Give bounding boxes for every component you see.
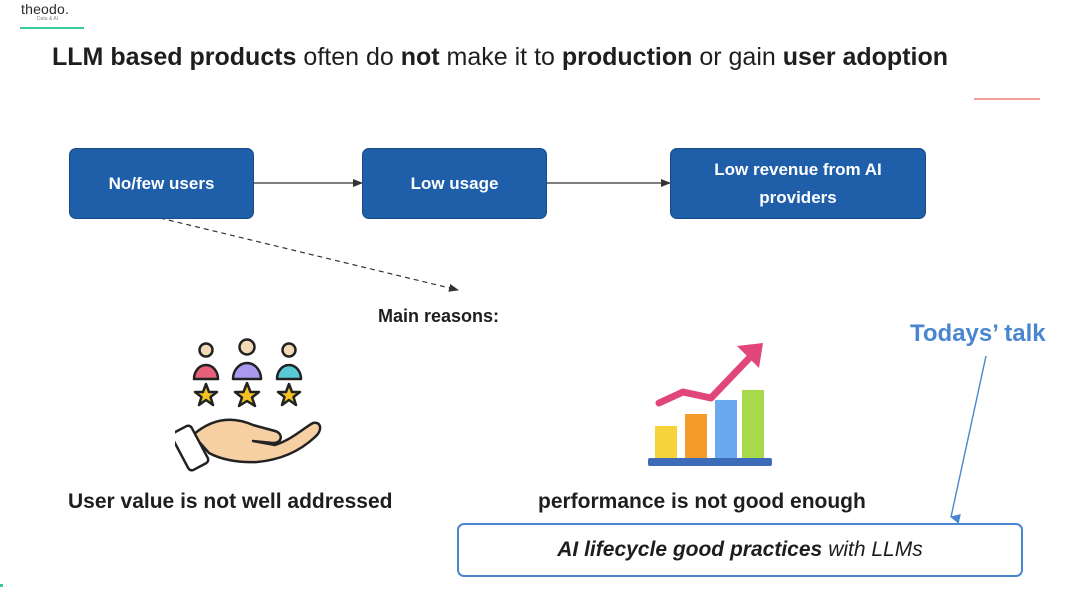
- hand-users-stars-icon: [175, 338, 322, 472]
- decorative-red-line: [974, 98, 1040, 100]
- title-part-1: LLM based products: [52, 43, 297, 71]
- flow-box-no-few-users: No/few users: [69, 148, 254, 219]
- edge-accent-mark: [0, 584, 3, 587]
- title-part-7: user adoption: [782, 43, 949, 71]
- todays-talk-label: Todays’ talk: [910, 320, 1046, 347]
- title-part-4: make it to: [439, 43, 562, 71]
- title-part-2: often do: [296, 43, 401, 71]
- flow-box-low-revenue: Low revenue from AI providers: [670, 148, 926, 219]
- dashed-arrow-to-reasons: [159, 217, 459, 292]
- blue-arrow-to-callout: [950, 355, 987, 524]
- main-reasons-label: Main reasons:: [378, 306, 500, 326]
- logo-tagline: Data & AI: [37, 16, 59, 22]
- logo-underline: [20, 27, 84, 29]
- flow-box-label: No/few users: [108, 173, 215, 193]
- title-part-6: or gain: [692, 43, 783, 71]
- callout-bold-text: AI lifecycle good practices: [557, 538, 823, 561]
- callout-rest-text: with LLMs: [828, 538, 923, 561]
- growth-chart-icon: [648, 343, 772, 466]
- title-part-3: not: [400, 43, 440, 71]
- flow-box-label: Low revenue from AI providers: [714, 159, 882, 207]
- theodo-logo: theodo. Data & AI: [21, 1, 87, 22]
- flow-box-low-usage: Low usage: [362, 148, 547, 219]
- slide-title: LLM based products often do not make it …: [52, 40, 952, 74]
- reason-caption-user-value: User value is not well addressed: [68, 490, 393, 513]
- title-part-5: production: [561, 43, 693, 71]
- logo-wordmark: theodo.: [21, 1, 70, 17]
- flow-box-label: Low usage: [410, 173, 499, 193]
- reason-caption-performance: performance is not good enough: [538, 490, 866, 513]
